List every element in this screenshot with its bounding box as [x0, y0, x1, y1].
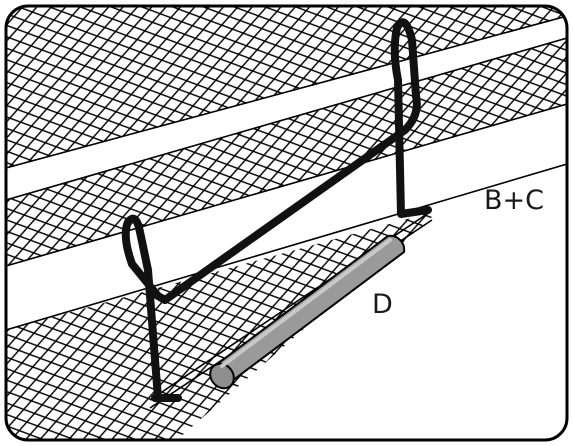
rod-label: D [372, 289, 393, 320]
clip-wire [121, 18, 432, 402]
frame-border [4, 4, 569, 442]
rod-d [209, 234, 406, 390]
mesh-label: B+C [484, 185, 544, 216]
